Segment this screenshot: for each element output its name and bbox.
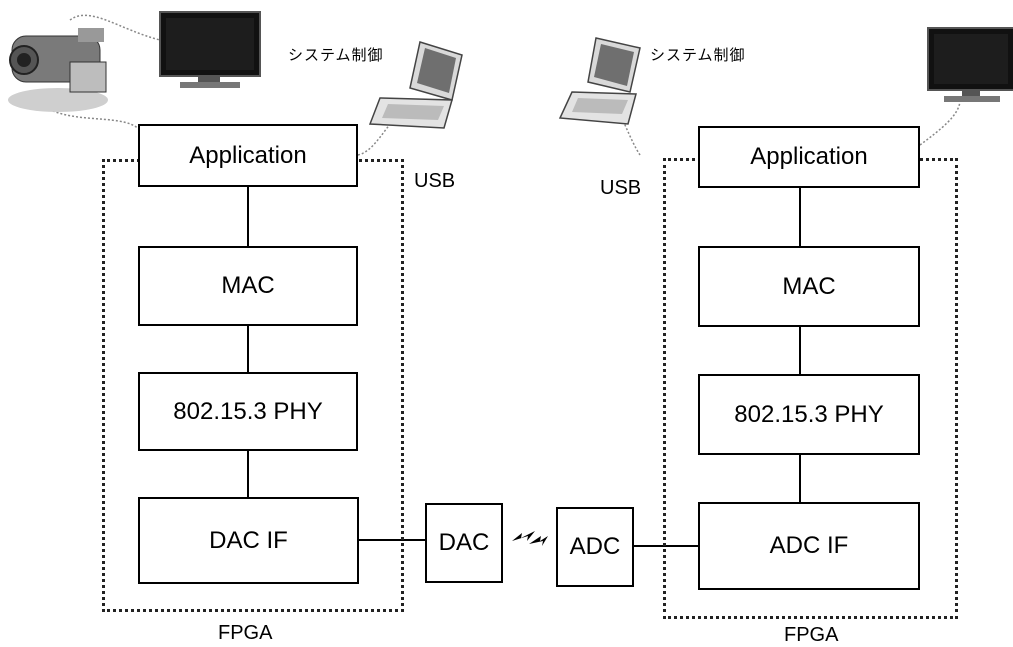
left-dac-if-block: DAC IF <box>138 497 359 584</box>
right-phy-label: 802.15.3 PHY <box>734 400 884 428</box>
monitor-icon <box>927 27 1013 102</box>
right-phy-block: 802.15.3 PHY <box>698 374 920 455</box>
right-adc-if-block: ADC IF <box>698 502 920 590</box>
right-system-control-label: システム制御 <box>650 47 746 64</box>
adc-label: ADC <box>569 533 621 560</box>
left-mac-label: MAC <box>221 272 275 299</box>
left-dac-if-label: DAC IF <box>209 526 288 554</box>
video-camera-icon <box>8 28 108 112</box>
lightning-bolt-icon <box>512 531 548 546</box>
right-mac-label: MAC <box>782 272 836 300</box>
laptop-icon <box>558 37 641 125</box>
laptop-icon <box>368 41 463 129</box>
right-usb-label: USB <box>600 177 642 199</box>
right-fpga-label: FPGA <box>784 624 839 646</box>
left-application-label: Application <box>189 141 307 169</box>
left-mac-block: MAC <box>138 246 358 326</box>
left-fpga-label: FPGA <box>218 622 273 644</box>
monitor-icon <box>159 11 261 88</box>
left-system-control-label: システム制御 <box>288 47 384 64</box>
left-phy-label: 802.15.3 PHY <box>173 397 323 425</box>
left-usb-label: USB <box>414 170 456 192</box>
left-phy-block: 802.15.3 PHY <box>138 372 358 451</box>
right-adc-if-label: ADC IF <box>769 532 849 559</box>
adc-block: ADC <box>556 507 634 587</box>
right-application-block: Application <box>698 126 920 188</box>
left-application-block: Application <box>138 124 358 187</box>
right-mac-block: MAC <box>698 246 920 327</box>
right-application-label: Application <box>750 143 868 170</box>
dac-label: DAC <box>438 529 490 556</box>
dac-block: DAC <box>425 503 503 583</box>
